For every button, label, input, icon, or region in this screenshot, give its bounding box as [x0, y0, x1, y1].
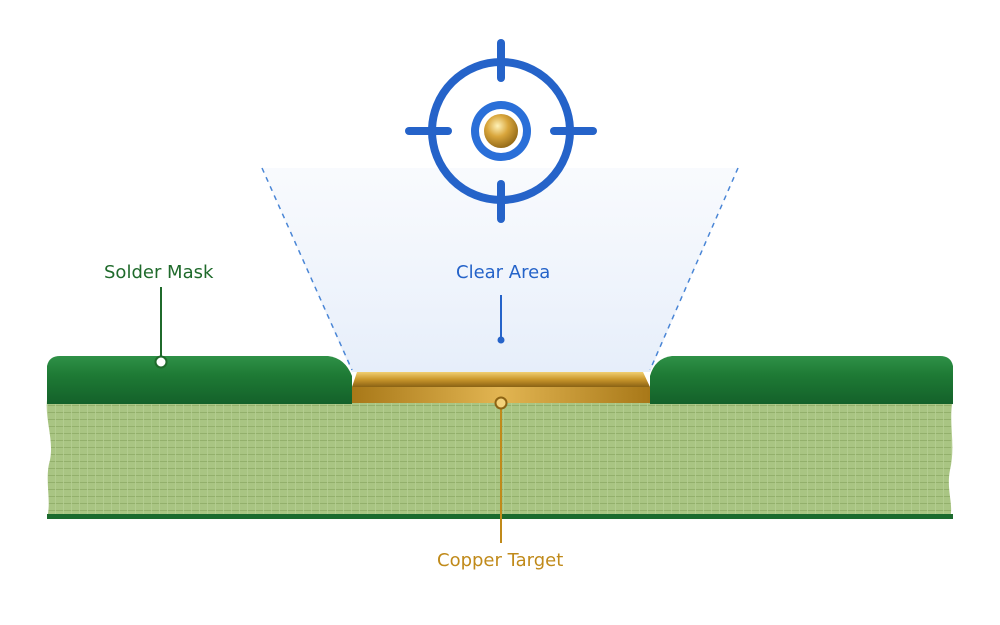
solder-mask-label: Solder Mask [104, 262, 214, 283]
solder-mask-left [47, 356, 352, 404]
leader-solder-mask [154, 287, 168, 369]
leader-copper-target [494, 396, 508, 543]
copper-target-pad [352, 372, 650, 403]
substrate-layer [46, 400, 953, 519]
beam-edge-right [649, 167, 739, 371]
leader-clear-area [497, 295, 505, 344]
copper-target-label: Copper Target [437, 550, 564, 571]
clear-area-beam [262, 168, 738, 372]
beam-edge-left [261, 167, 353, 371]
clear-area-label: Clear Area [456, 262, 551, 283]
crosshair-target-icon [405, 39, 597, 223]
solder-mask-right [650, 356, 953, 404]
